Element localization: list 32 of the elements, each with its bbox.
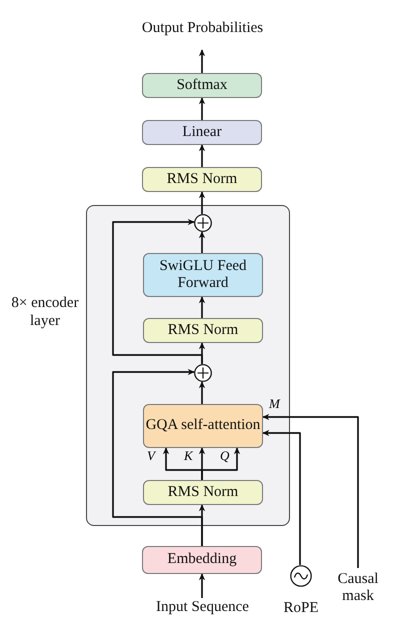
input-label: Input Sequence [140, 598, 265, 618]
norm-box: RMS Norm [142, 167, 262, 192]
arrow [198, 231, 206, 253]
arrow [198, 49, 206, 73]
arrow [198, 97, 206, 120]
arrow [198, 296, 206, 318]
arrow [198, 573, 206, 598]
edge-label: Q [219, 449, 230, 462]
repeat-label: 8× encoder layer [10, 294, 80, 330]
arrow [201, 447, 240, 480]
add-circle [194, 364, 212, 382]
edge-label: V [146, 449, 156, 462]
arrow [198, 381, 206, 404]
softmax-box: Softmax [142, 73, 262, 98]
linear-box: Linear [142, 120, 262, 145]
output-label: Output Probabilities [130, 8, 275, 50]
norm-box: RMS Norm [143, 480, 263, 505]
embedding-box: Embedding [142, 546, 262, 574]
arrow [198, 191, 206, 214]
mask-label: Causal mask [322, 568, 394, 608]
norm-box: RMS Norm [143, 318, 263, 343]
edge-label: K [183, 449, 194, 462]
rope-label: RoPE [283, 600, 318, 618]
edge-label: M [268, 397, 281, 410]
arrow [262, 414, 359, 568]
add-circle [194, 214, 212, 232]
attention-box: GQA self-attention [143, 404, 263, 448]
feed-forward-box: SwiGLU Feed Forward [143, 253, 263, 297]
arrow [112, 368, 203, 546]
arrow [198, 144, 206, 167]
arrow [112, 218, 203, 364]
arrow [262, 430, 301, 565]
